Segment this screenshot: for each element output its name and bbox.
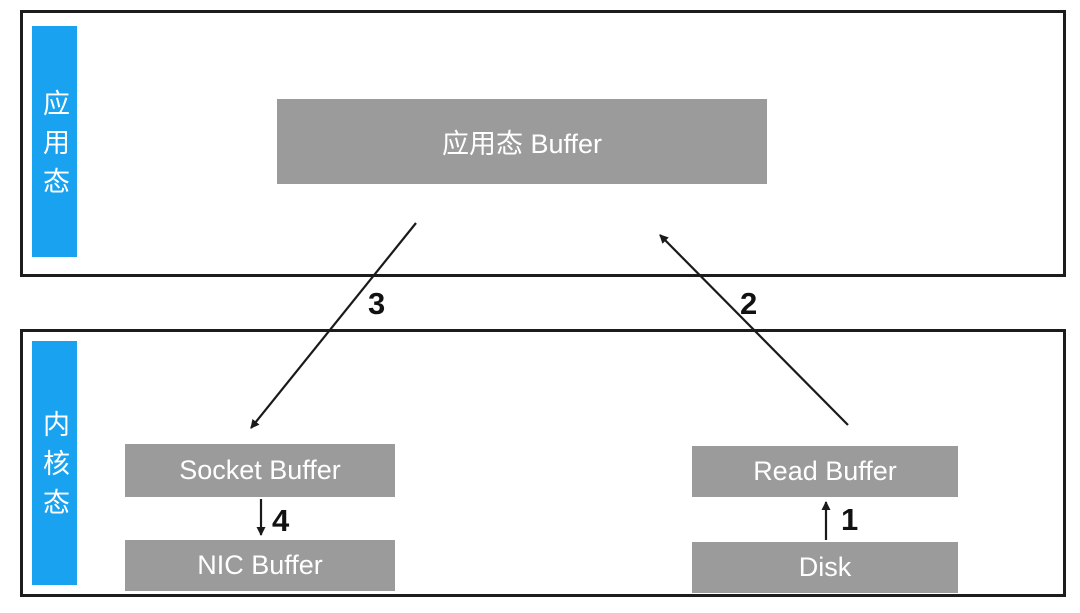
nic-buffer-node: NIC Buffer bbox=[125, 540, 395, 591]
kernel-space-label: 内核态 bbox=[32, 341, 77, 585]
step-label-4: 4 bbox=[272, 503, 290, 538]
disk-node: Disk bbox=[692, 542, 958, 593]
step-label-1: 1 bbox=[841, 502, 859, 537]
step-label-3: 3 bbox=[368, 286, 386, 321]
socket-buffer-node: Socket Buffer bbox=[125, 444, 395, 497]
step-label-2: 2 bbox=[740, 286, 758, 321]
app-buffer-node: 应用态 Buffer bbox=[277, 99, 767, 184]
read-buffer-node: Read Buffer bbox=[692, 446, 958, 497]
user-space-label: 应用态 bbox=[32, 26, 77, 257]
